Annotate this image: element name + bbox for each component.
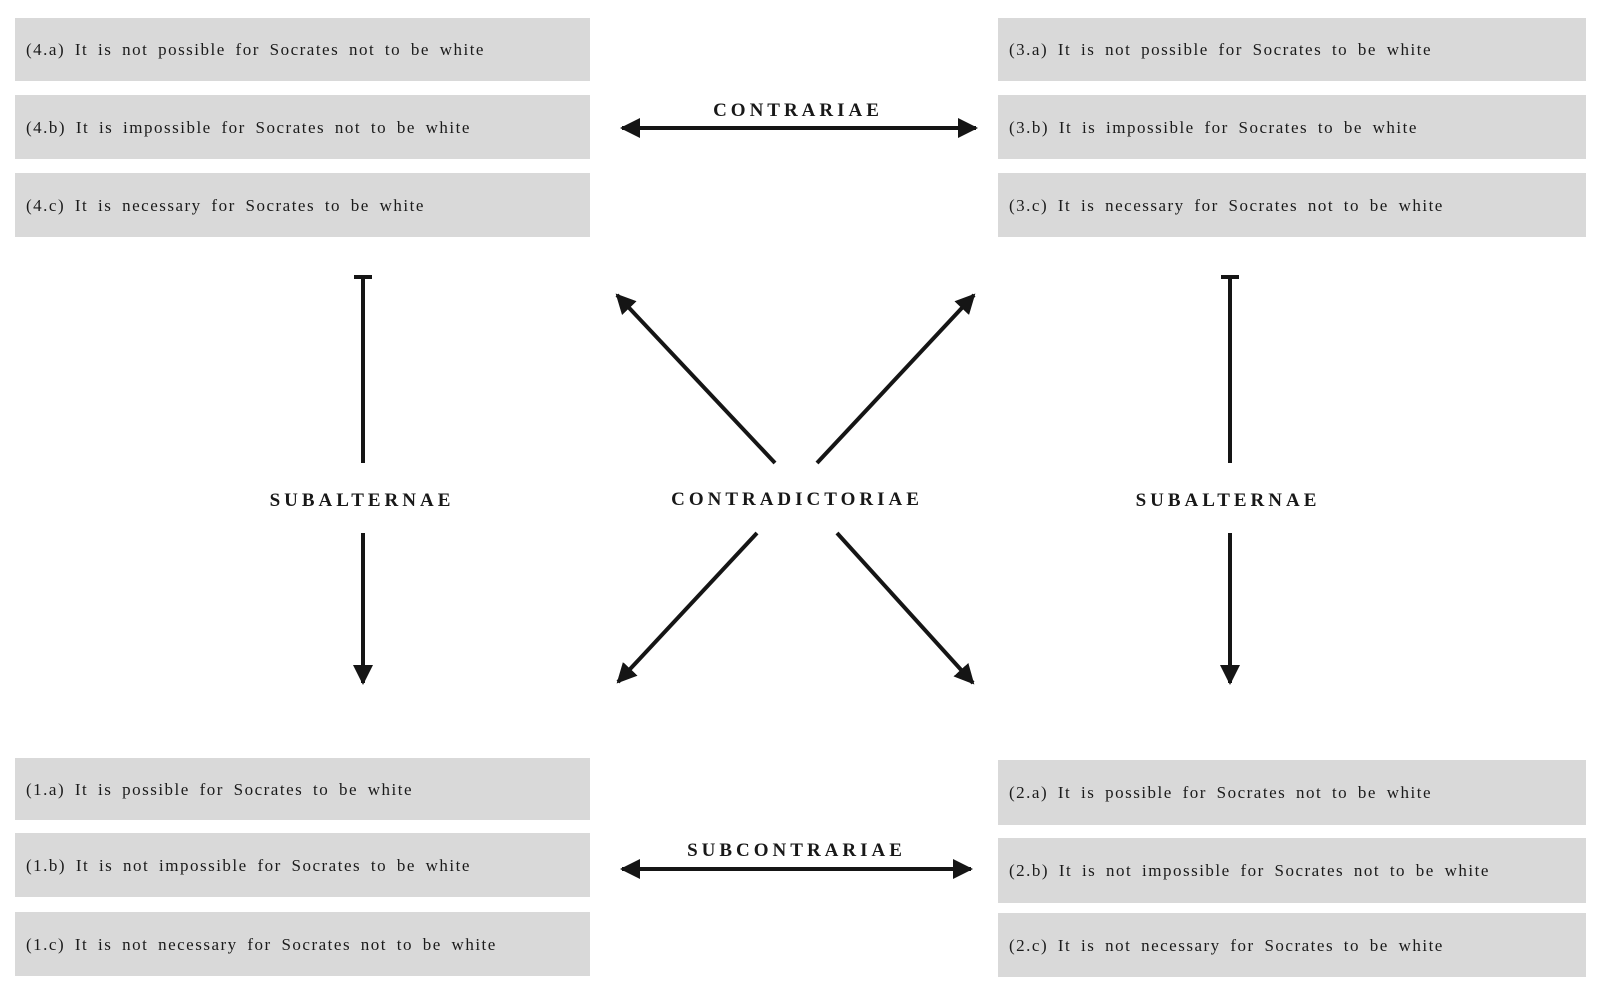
- proposition-id: (2.b): [1009, 861, 1050, 880]
- proposition-statement: It is not necessary for Socrates not to …: [74, 934, 497, 954]
- proposition-id: (4.c): [26, 195, 66, 215]
- proposition-box: (1.a) It is possible for Socrates to be …: [15, 758, 590, 820]
- proposition-box: (4.b) It is impossible for Socrates not …: [15, 95, 590, 159]
- proposition-box: (2.c) It is not necessary for Socrates t…: [998, 913, 1586, 977]
- proposition-statement: It is not possible for Socrates to be wh…: [1057, 40, 1432, 59]
- proposition-statement: It is impossible for Socrates to be whit…: [1058, 117, 1418, 137]
- contrariae-label: CONTRARIAE: [713, 100, 883, 121]
- proposition-statement: It is not necessary for Socrates to be w…: [1057, 935, 1444, 955]
- proposition-box: (4.a) It is not possible for Socrates no…: [15, 18, 590, 81]
- proposition-box: (2.b) It is not impossible for Socrates …: [998, 838, 1586, 903]
- contradictoriae-arrow-upper-right: [815, 293, 976, 465]
- proposition-id: (3.a): [1009, 40, 1049, 59]
- contradictoriae-arrow-lower-right: [835, 531, 975, 685]
- proposition-id: (2.c): [1009, 935, 1049, 955]
- subalternae-left-label: SUBALTERNAE: [269, 490, 455, 511]
- proposition-statement: It is not impossible for Socrates to be …: [75, 855, 471, 875]
- contradictoriae-label: CONTRADICTORIAE: [671, 489, 923, 510]
- proposition-id: (4.b): [26, 117, 67, 137]
- proposition-box: (1.b) It is not impossible for Socrates …: [15, 833, 590, 897]
- proposition-statement: It is necessary for Socrates not to be w…: [1057, 195, 1444, 215]
- proposition-statement: It is impossible for Socrates not to be …: [75, 117, 471, 137]
- contradictoriae-arrow-upper-left: [615, 293, 777, 465]
- proposition-id: (2.a): [1009, 783, 1049, 802]
- proposition-box: (3.b) It is impossible for Socrates to b…: [998, 95, 1586, 159]
- proposition-id: (3.c): [1009, 195, 1049, 215]
- proposition-box: (1.c) It is not necessary for Socrates n…: [15, 912, 590, 976]
- subcontrariae-label: SUBCONTRARIAE: [687, 840, 906, 861]
- subalternae-right-label: SUBALTERNAE: [1135, 490, 1321, 511]
- proposition-box: (4.c) It is necessary for Socrates to be…: [15, 173, 590, 237]
- proposition-statement: It is possible for Socrates not to be wh…: [1057, 783, 1432, 802]
- proposition-id: (1.b): [26, 855, 67, 875]
- proposition-statement: It is not impossible for Socrates not to…: [1058, 861, 1490, 880]
- proposition-statement: It is possible for Socrates to be white: [74, 779, 414, 799]
- proposition-statement: It is not possible for Socrates not to b…: [74, 40, 485, 59]
- proposition-box: (3.c) It is necessary for Socrates not t…: [998, 173, 1586, 237]
- proposition-id: (1.a): [26, 779, 66, 799]
- contradictoriae-arrow-lower-left: [616, 531, 759, 684]
- proposition-box: (3.a) It is not possible for Socrates to…: [998, 18, 1586, 81]
- proposition-id: (1.c): [26, 934, 66, 954]
- proposition-id: (4.a): [26, 40, 66, 59]
- proposition-box: (2.a) It is possible for Socrates not to…: [998, 760, 1586, 825]
- proposition-statement: It is necessary for Socrates to be white: [74, 195, 425, 215]
- proposition-id: (3.b): [1009, 117, 1050, 137]
